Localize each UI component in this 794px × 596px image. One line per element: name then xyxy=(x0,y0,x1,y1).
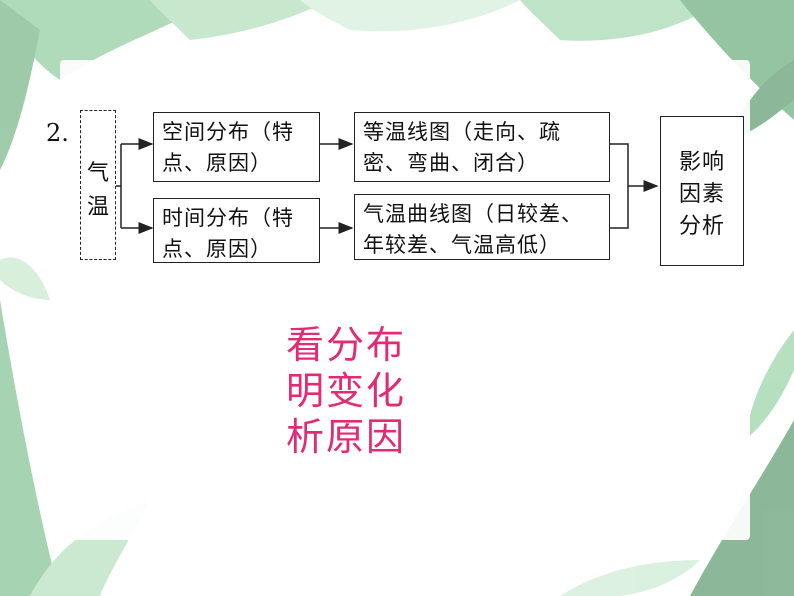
result-line-1: 影响 xyxy=(678,150,725,175)
spatial-line-1: 空间分布（特 xyxy=(162,120,294,144)
result-line-2: 因素 xyxy=(678,182,725,207)
temperature-label-char-1: 气 xyxy=(86,161,109,186)
temporal-line-2: 点、原因） xyxy=(162,237,272,261)
isotherm-line-1: 等温线图（走向、疏 xyxy=(363,120,561,144)
temporal-distribution-box: 时间分布（特 点、原因） xyxy=(153,198,320,263)
temperature-label-char-2: 温 xyxy=(86,195,109,220)
highlight-line-2: 明变化 xyxy=(286,369,407,413)
temperature-curve-box: 气温曲线图（日较差、 年较差、气温高低） xyxy=(354,194,610,260)
spatial-distribution-box: 空间分布（特 点、原因） xyxy=(153,112,320,182)
temperature-label-box: 气 温 xyxy=(80,110,116,260)
item-number: 2. xyxy=(46,119,69,147)
isotherm-line-2: 密、弯曲、闭合） xyxy=(363,151,539,175)
highlight-line-3: 析原因 xyxy=(286,415,407,459)
spatial-line-2: 点、原因） xyxy=(162,151,272,175)
highlight-line-1: 看分布 xyxy=(286,323,407,367)
isotherm-map-box: 等温线图（走向、疏 密、弯曲、闭合） xyxy=(354,112,610,182)
result-line-3: 分析 xyxy=(678,214,725,239)
influence-factor-analysis-box: 影响 因素 分析 xyxy=(660,116,744,266)
temp-curve-line-1: 气温曲线图（日较差、 xyxy=(363,202,583,226)
temporal-line-1: 时间分布（特 xyxy=(162,206,294,230)
temp-curve-line-2: 年较差、气温高低） xyxy=(363,233,561,257)
